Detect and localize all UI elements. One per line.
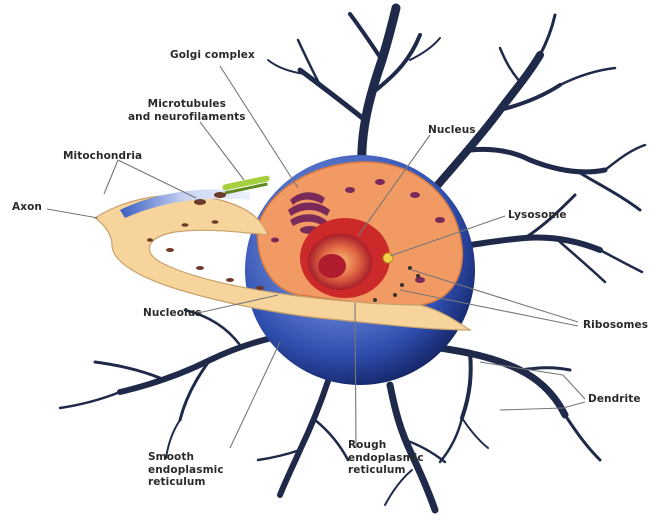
label-lysosome: Lysosome	[508, 209, 567, 222]
label-smooth-er: Smooth endoplasmic reticulum	[148, 451, 224, 489]
label-microtubules: Microtubules and neurofilaments	[128, 98, 246, 123]
label-nucleus: Nucleus	[428, 124, 476, 137]
label-axon: Axon	[12, 201, 42, 214]
mitochondrion	[214, 192, 226, 198]
label-rough-er: Rough endoplasmic reticulum	[348, 439, 424, 477]
label-golgi-complex: Golgi complex	[170, 49, 255, 62]
mitochondrion	[194, 199, 206, 205]
label-nucleolus: Nucleolus	[143, 307, 202, 320]
label-ribosomes: Ribosomes	[583, 319, 648, 332]
label-dendrite: Dendrite	[588, 393, 641, 406]
label-mitochondria: Mitochondria	[63, 150, 142, 163]
nucleus	[300, 218, 390, 298]
nucleolus	[318, 254, 346, 278]
lysosome	[383, 253, 393, 263]
